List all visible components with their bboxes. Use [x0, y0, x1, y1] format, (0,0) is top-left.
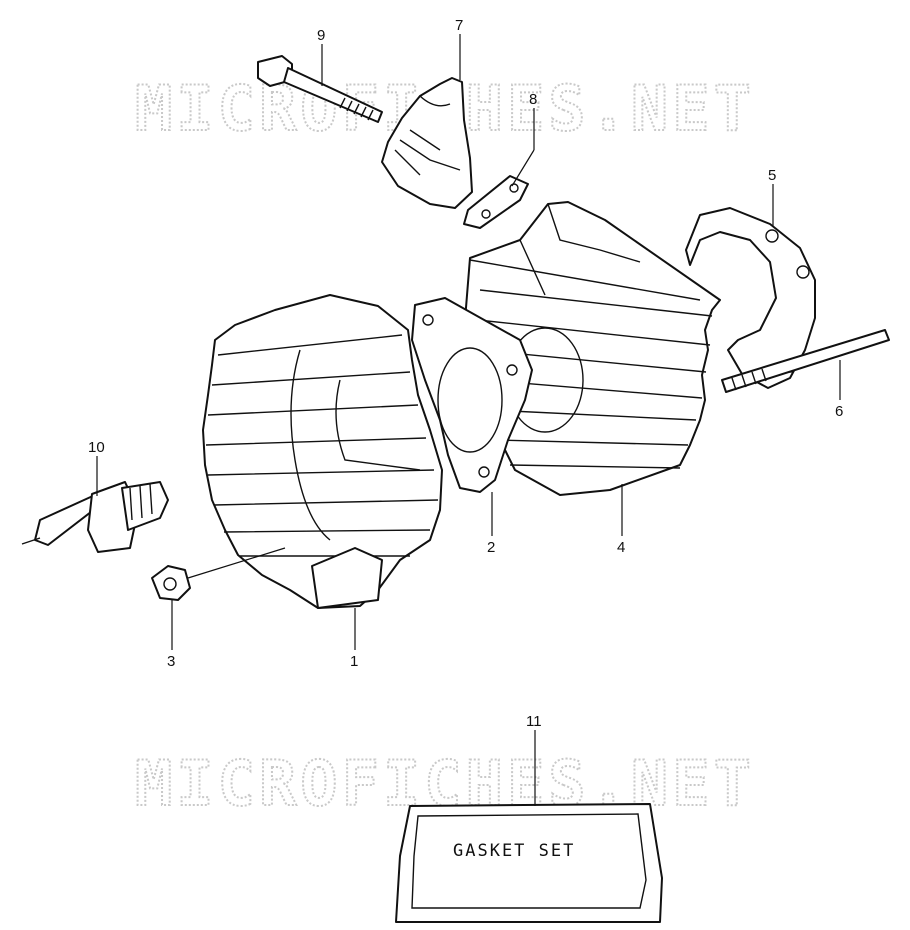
gasket-set-label: GASKET SET	[453, 841, 575, 861]
callout-1: 1	[350, 653, 358, 670]
callout-8: 8	[529, 91, 537, 108]
callout-2: 2	[487, 539, 495, 556]
part-11-gasket-kit[interactable]	[395, 803, 663, 923]
callout-10: 10	[88, 439, 105, 456]
callout-6: 6	[835, 403, 843, 420]
callout-3: 3	[167, 653, 175, 670]
callout-11: 11	[526, 713, 542, 730]
part-2-head-gasket[interactable]	[411, 297, 533, 493]
leader-3b	[187, 547, 286, 579]
callout-4: 4	[617, 539, 625, 556]
part-8-small-gasket[interactable]	[463, 175, 529, 229]
part-1-cylinder-head[interactable]	[202, 294, 443, 609]
callout-9: 9	[317, 27, 325, 44]
part-9-bolt[interactable]	[257, 55, 383, 123]
part-7-cap[interactable]	[381, 77, 473, 209]
part-3-nut[interactable]	[151, 565, 191, 601]
callout-7: 7	[455, 17, 463, 34]
part-6-stud[interactable]	[721, 329, 890, 393]
callout-5: 5	[768, 167, 776, 184]
leader-lines	[96, 34, 841, 806]
leader-8b	[511, 149, 535, 187]
part-10-spark-plug[interactable]	[21, 481, 169, 553]
